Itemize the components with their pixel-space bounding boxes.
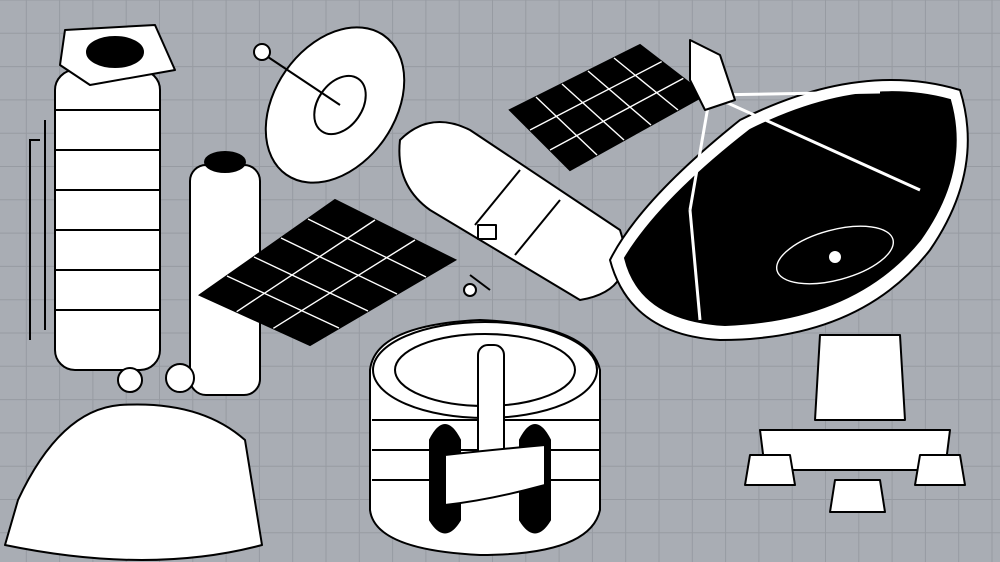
panel-grid-lines: [226, 57, 684, 329]
tokamak-reactor: [369, 319, 601, 556]
panel-cell-line: [253, 256, 369, 312]
rocket-engine: [4, 24, 263, 561]
panel-cell-line: [226, 275, 340, 329]
panel-cell-line: [587, 70, 652, 126]
dish-inner: [623, 91, 957, 327]
panel-cell-line: [272, 239, 416, 329]
panel-cell-line: [307, 218, 427, 278]
panel-cell-line: [613, 57, 679, 111]
dish-mount: [814, 334, 906, 421]
tokamak-band: [444, 444, 546, 506]
radio-telescope: [609, 39, 969, 513]
panel-cell-line: [236, 219, 376, 313]
engine-intake: [86, 36, 144, 68]
panel-cell-line: [535, 96, 598, 156]
panel-cell-line: [561, 83, 625, 141]
panel-cell-line: [549, 77, 684, 151]
engine-nozzle: [4, 403, 263, 561]
panel-cell-line: [529, 61, 662, 131]
dish-feed-horn: [689, 39, 736, 111]
small-dish: [264, 26, 406, 184]
fuel-pipe: [29, 120, 46, 340]
panel-cell-line: [280, 237, 398, 295]
engine-body: [54, 69, 161, 371]
